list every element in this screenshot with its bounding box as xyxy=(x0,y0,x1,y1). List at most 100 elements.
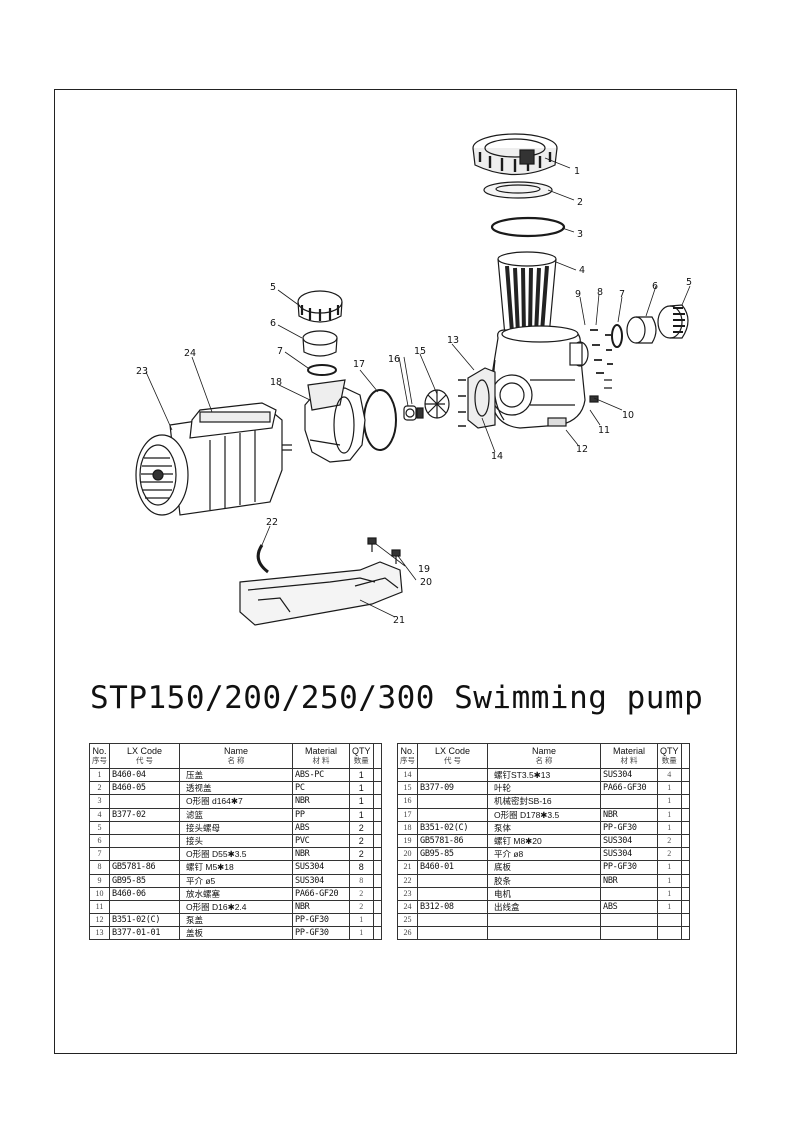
lx-code-cell xyxy=(417,807,488,822)
part-number-cell: 22 xyxy=(397,873,418,888)
callout-14: 14 xyxy=(491,451,503,462)
part-number-cell: 24 xyxy=(397,899,418,915)
part-o-ring-union-right xyxy=(611,324,623,348)
row-spacer-cell xyxy=(372,781,382,796)
callout-5-right: 5 xyxy=(686,277,692,288)
part-number-cell: 18 xyxy=(397,820,418,835)
part-name-cell: O形圈 D178✱3.5 xyxy=(487,807,601,822)
quantity-cell xyxy=(657,926,682,941)
part-number-cell: 3 xyxy=(89,794,110,809)
callout-16: 16 xyxy=(388,354,400,365)
row-spacer-cell xyxy=(680,794,690,809)
part-number-cell: 23 xyxy=(397,886,418,901)
part-name-cell: 胶条 xyxy=(487,873,601,888)
part-pump-housing xyxy=(491,325,589,429)
part-name-cell: 盖板 xyxy=(179,926,293,941)
part-union-right xyxy=(626,316,657,344)
material-cell: PVC xyxy=(292,833,350,849)
material-cell: SUS304 xyxy=(600,847,658,862)
part-mechanical-seal xyxy=(403,405,424,421)
quantity-cell: 1 xyxy=(349,767,374,783)
callout-3: 3 xyxy=(577,229,583,240)
exploded-view-drawing: 1 2 3 4 5 6 7 8 9 10 11 12 13 14 15 16 1… xyxy=(135,133,692,626)
part-name-cell: 螺钉ST3.5✱13 xyxy=(487,767,601,783)
part-name-cell: 底板 xyxy=(487,860,601,875)
quantity-cell: 2 xyxy=(349,886,374,901)
part-base-screws xyxy=(367,537,401,564)
part-cover-plate xyxy=(467,367,496,429)
part-name-cell: O形圈 D55✱3.5 xyxy=(179,847,293,862)
callout-10: 10 xyxy=(622,410,634,421)
callout-2: 2 xyxy=(577,197,583,208)
callout-23: 23 xyxy=(136,366,148,377)
material-cell: PP-GF30 xyxy=(600,860,658,875)
part-o-ring-body xyxy=(363,389,397,451)
row-spacer-cell xyxy=(680,860,690,875)
quantity-cell: 1 xyxy=(657,886,682,901)
material-cell: NBR xyxy=(292,899,350,915)
part-name-cell xyxy=(487,913,601,928)
part-name-cell: 平介 ø8 xyxy=(487,847,601,862)
row-spacer-cell xyxy=(680,807,690,822)
material-cell: PA66-GF30 xyxy=(600,781,658,796)
row-spacer-cell xyxy=(680,899,690,915)
part-name-cell: 平介 ø5 xyxy=(179,873,293,888)
header-no: No.序号 xyxy=(397,743,418,769)
row-spacer-cell xyxy=(680,886,690,901)
part-name-cell: 出线盒 xyxy=(487,899,601,915)
row-spacer-cell xyxy=(372,860,382,875)
part-lid xyxy=(483,181,553,199)
row-spacer-cell xyxy=(680,820,690,835)
header-spacer xyxy=(372,743,382,769)
lx-code-cell: GB5781-86 xyxy=(109,860,180,875)
part-name-cell: 螺钉 M5✱18 xyxy=(179,860,293,875)
part-number-cell: 6 xyxy=(89,833,110,849)
part-union-left xyxy=(302,330,338,357)
row-spacer-cell xyxy=(372,847,382,862)
row-spacer-cell xyxy=(680,873,690,888)
material-cell xyxy=(600,886,658,901)
row-spacer-cell xyxy=(680,833,690,849)
part-o-ring-lid xyxy=(490,216,566,238)
header-no: No.序号 xyxy=(89,743,110,769)
row-spacer-cell xyxy=(680,913,690,928)
callout-5-left: 5 xyxy=(270,282,276,293)
material-cell: NBR xyxy=(292,847,350,862)
callout-12: 12 xyxy=(576,444,588,455)
part-screws-8 xyxy=(590,329,613,374)
row-spacer-cell xyxy=(372,873,382,888)
lx-code-cell: GB95-85 xyxy=(417,847,488,862)
part-number-cell: 5 xyxy=(89,820,110,835)
lx-code-cell xyxy=(417,913,488,928)
part-number-cell: 2 xyxy=(89,781,110,796)
callout-20: 20 xyxy=(420,577,432,588)
part-number-cell: 13 xyxy=(89,926,110,941)
callout-19: 19 xyxy=(418,564,430,575)
quantity-cell: 1 xyxy=(349,926,374,941)
row-spacer-cell xyxy=(372,767,382,783)
material-cell xyxy=(600,794,658,809)
quantity-cell xyxy=(657,913,682,928)
quantity-cell: 1 xyxy=(657,781,682,796)
quantity-cell: 1 xyxy=(657,820,682,835)
part-name-cell: O形圈 d164✱7 xyxy=(179,794,293,809)
row-spacer-cell xyxy=(372,820,382,835)
lx-code-cell: B460-04 xyxy=(109,767,180,783)
quantity-cell: 1 xyxy=(657,794,682,809)
